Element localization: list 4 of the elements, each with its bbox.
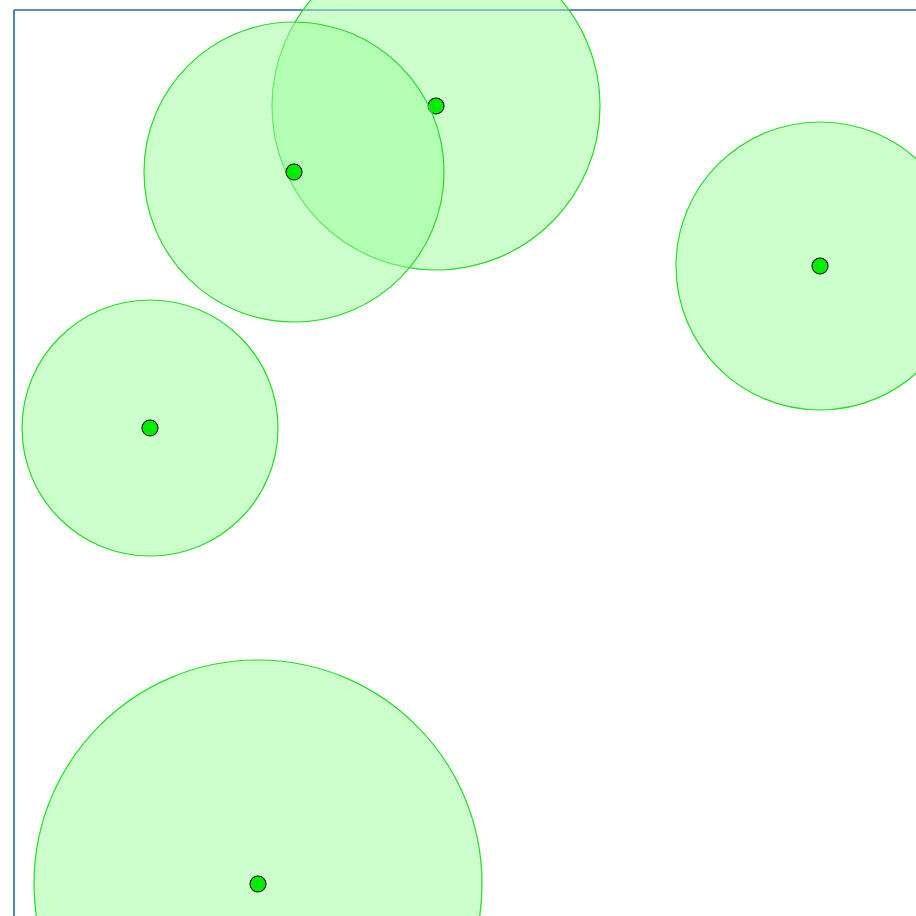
circle-with-dot — [675, 121, 916, 411]
circle-with-dot — [33, 659, 483, 916]
circle-with-dot — [21, 299, 279, 557]
circle-with-dot — [143, 21, 445, 323]
